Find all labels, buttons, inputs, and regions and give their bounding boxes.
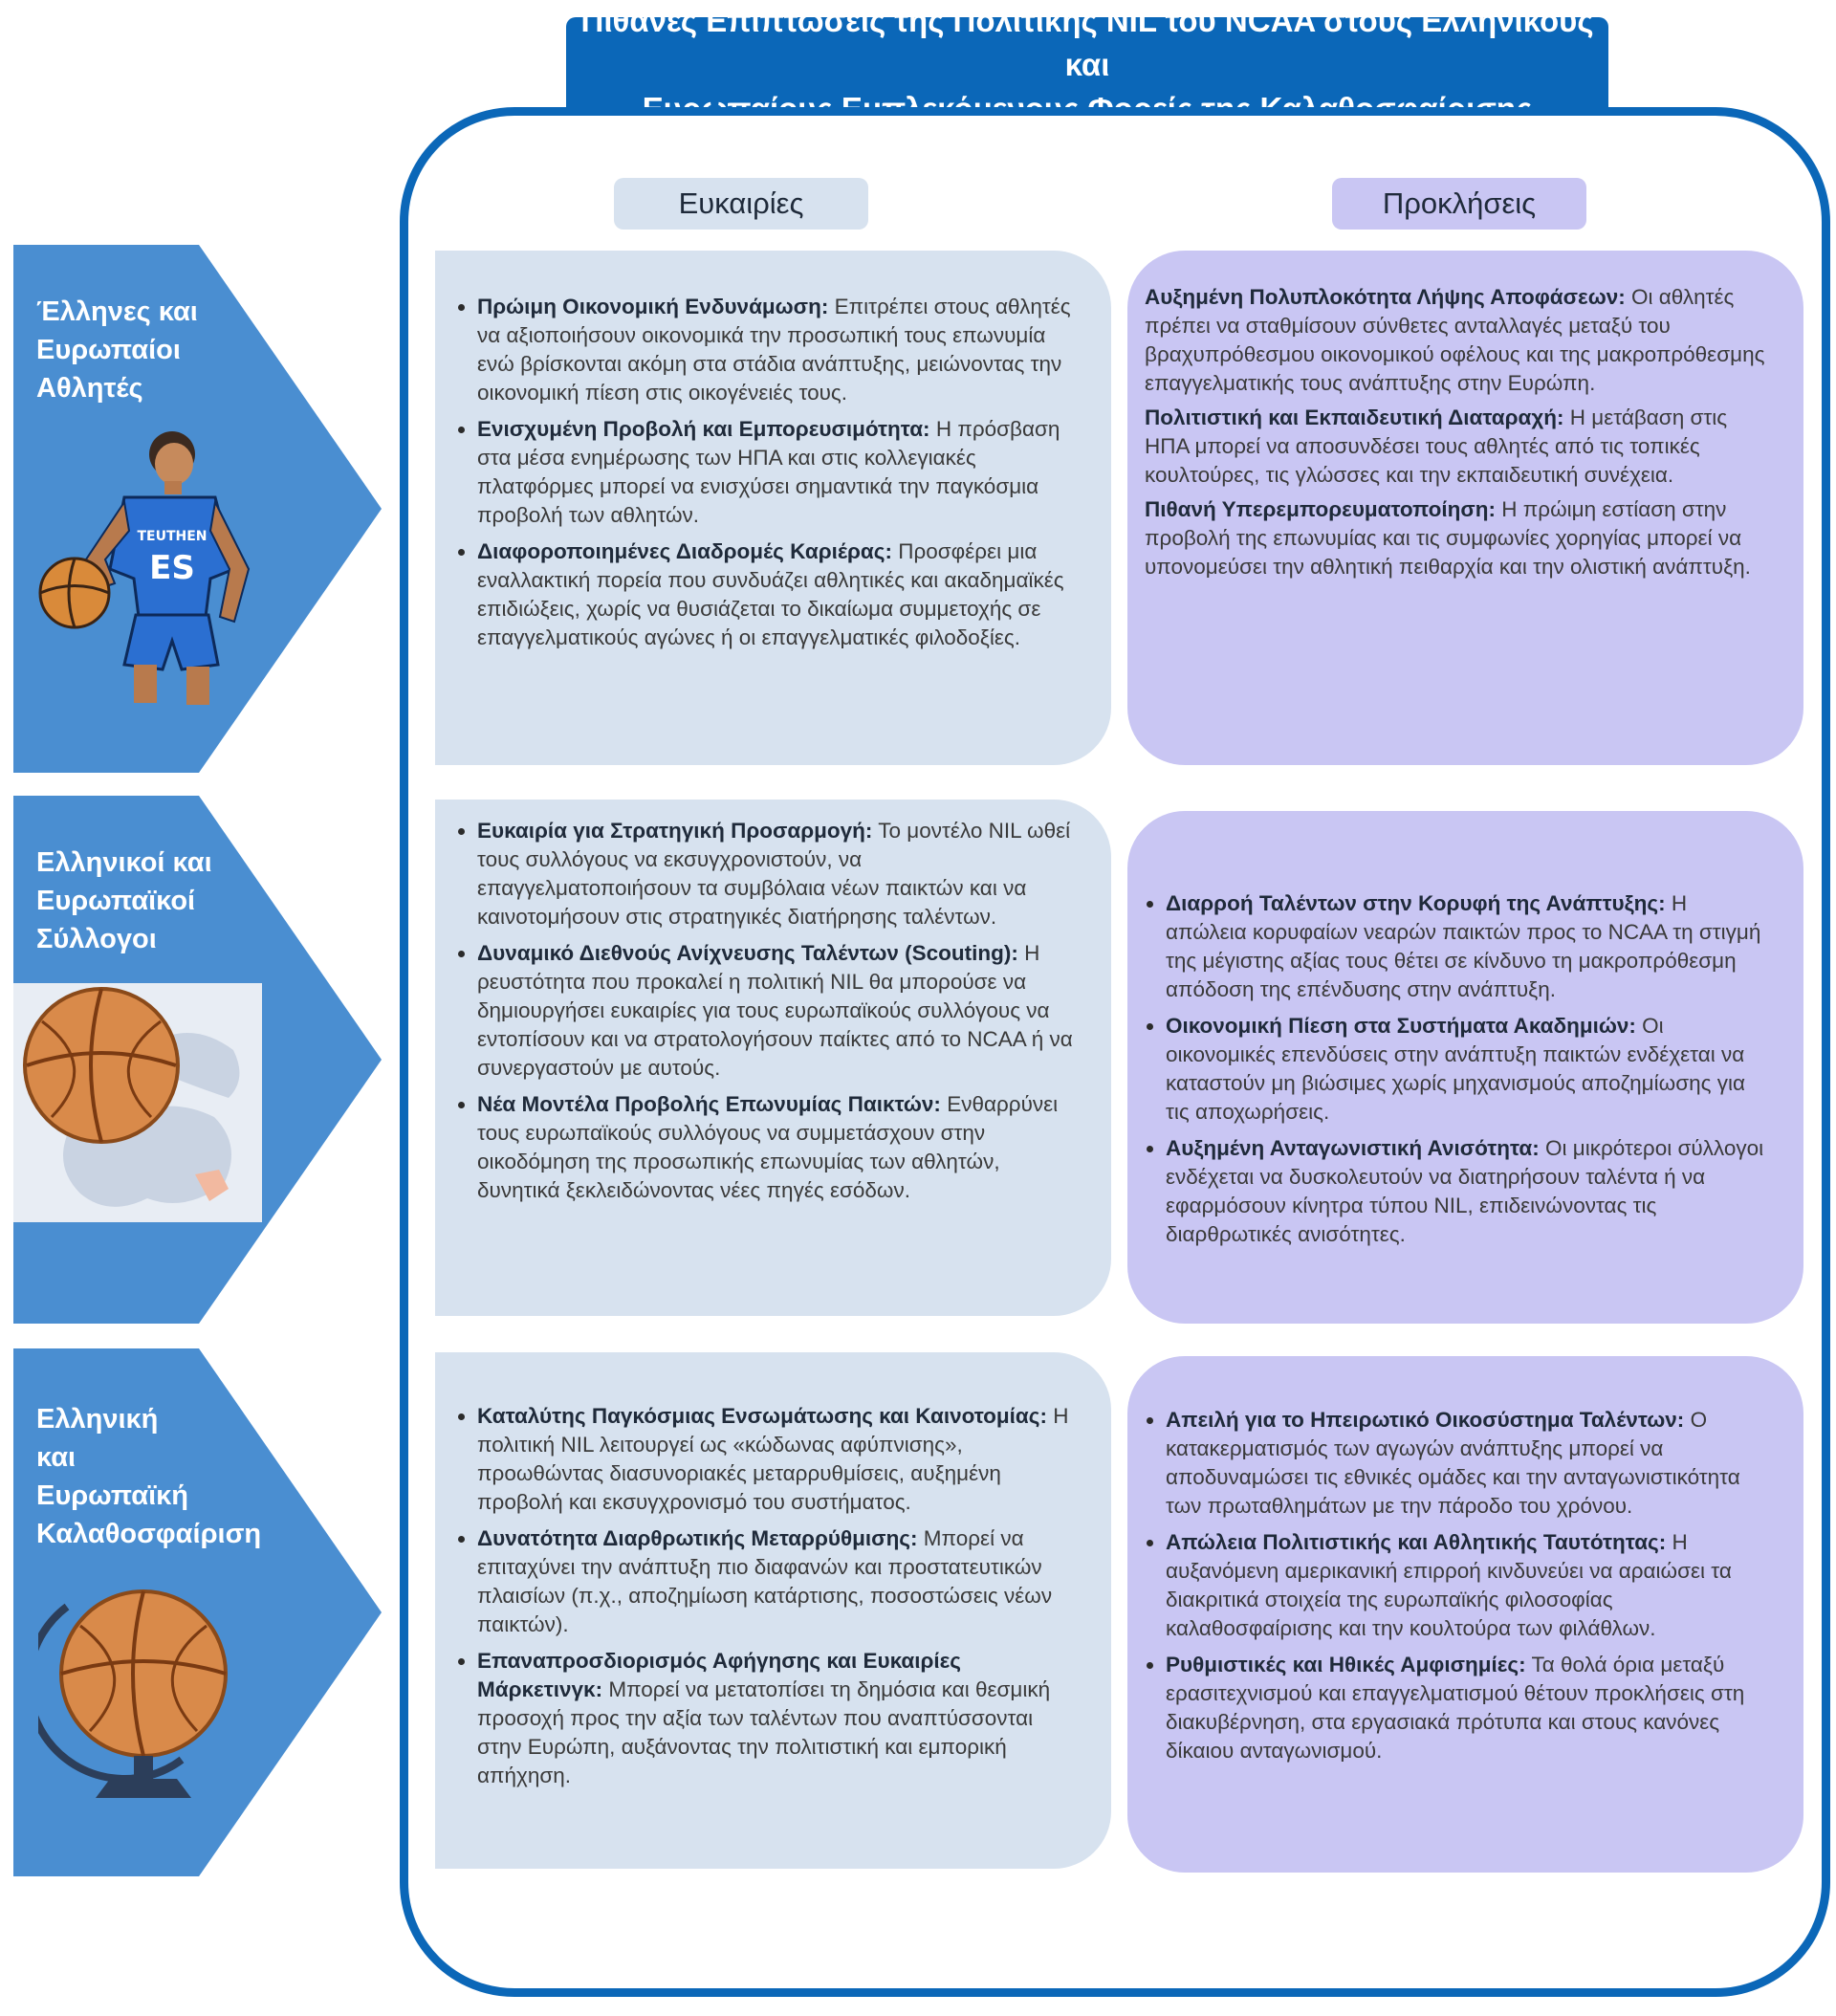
list-item: Απειλή για το Ηπειρωτικό Οικοσύστημα Ταλ…	[1145, 1406, 1765, 1521]
list-item: Ενισχυμένη Προβολή και Εμπορευσιμότητα: …	[456, 415, 1073, 530]
list-item: Ευκαιρία για Στρατηγική Προσαρμογή: Το μ…	[456, 817, 1073, 931]
list-item: Απώλεια Πολιτιστικής και Αθλητικής Ταυτό…	[1145, 1528, 1765, 1643]
list-item: Καταλύτης Παγκόσμιας Ενσωμάτωσης και Και…	[456, 1402, 1073, 1517]
list-item: Δυνατότητα Διαρθρωτικής Μεταρρύθμισης: Μ…	[456, 1524, 1073, 1639]
challenges-card-athletes: Αυξημένη Πολυπλοκότητα Λήψης Αποφάσεων: …	[1127, 251, 1803, 765]
list-item: Δυναμικό Διεθνούς Ανίχνευσης Ταλέντων (S…	[456, 939, 1073, 1083]
stakeholder-label: Ελληνική και Ευρωπαϊκή Καλαθοσφαίριση	[36, 1404, 262, 1549]
svg-text:TEUTHEN: TEUTHEN	[137, 529, 207, 544]
challenges-card-basketball: Απειλή για το Ηπειρωτικό Οικοσύστημα Ταλ…	[1127, 1356, 1803, 1873]
list-item: Ρυθμιστικές και Ηθικές Αμφισημίες: Τα θο…	[1145, 1651, 1765, 1765]
opportunities-card-athletes: Πρώιμη Οικονομική Ενδυνάμωση: Επιτρέπει …	[435, 251, 1111, 765]
stakeholder-label: Έλληνες και Ευρωπαίοι Αθλητές	[36, 296, 198, 404]
list-item: Νέα Μοντέλα Προβολής Επωνυμίας Παικτών: …	[456, 1090, 1073, 1205]
basketball-globe-icon	[38, 1589, 228, 1798]
list-item: Οικονομική Πίεση στα Συστήματα Ακαδημιών…	[1145, 1012, 1765, 1127]
list-item: Επαναπροσδιορισμός Αφήγησης και Ευκαιρίε…	[456, 1647, 1073, 1790]
list-item: Πρώιμη Οικονομική Ενδυνάμωση: Επιτρέπει …	[456, 293, 1073, 407]
opportunities-card-basketball: Καταλύτης Παγκόσμιας Ενσωμάτωσης και Και…	[435, 1352, 1111, 1869]
title-line-1: Πιθανές Επιπτώσεις της Πολιτικής NIL του…	[580, 3, 1594, 82]
opportunities-header: Ευκαιρίες	[614, 178, 868, 230]
content-frame	[400, 107, 1830, 1997]
list-item: Διαφοροποιημένες Διαδρομές Καριέρας: Προ…	[456, 537, 1073, 652]
svg-text:ES: ES	[149, 549, 195, 587]
basketball-player-icon: TEUTHEN ES	[38, 431, 251, 705]
challenges-card-clubs: Διαρροή Ταλέντων στην Κορυφή της Ανάπτυξ…	[1127, 811, 1803, 1324]
list-item: Πιθανή Υπερεμπορευματοποίηση: Η πρώιμη ε…	[1145, 497, 1751, 579]
list-item: Αυξημένη Ανταγωνιστική Ανισότητα: Οι μικ…	[1145, 1134, 1765, 1249]
basketball-europe-map-icon	[13, 983, 262, 1222]
list-item: Διαρροή Ταλέντων στην Κορυφή της Ανάπτυξ…	[1145, 889, 1765, 1004]
challenges-header: Προκλήσεις	[1332, 178, 1586, 230]
opportunities-card-clubs: Ευκαιρία για Στρατηγική Προσαρμογή: Το μ…	[435, 800, 1111, 1316]
list-item: Πολιτιστική και Εκπαιδευτική Διαταραχή: …	[1145, 405, 1728, 487]
stakeholder-label: Ελληνικοί και Ευρωπαϊκοί Σύλλογοι	[36, 847, 212, 954]
list-item: Αυξημένη Πολυπλοκότητα Λήψης Αποφάσεων: …	[1145, 285, 1765, 395]
title-banner: Πιθανές Επιπτώσεις της Πολιτικής NIL του…	[566, 3, 1608, 126]
